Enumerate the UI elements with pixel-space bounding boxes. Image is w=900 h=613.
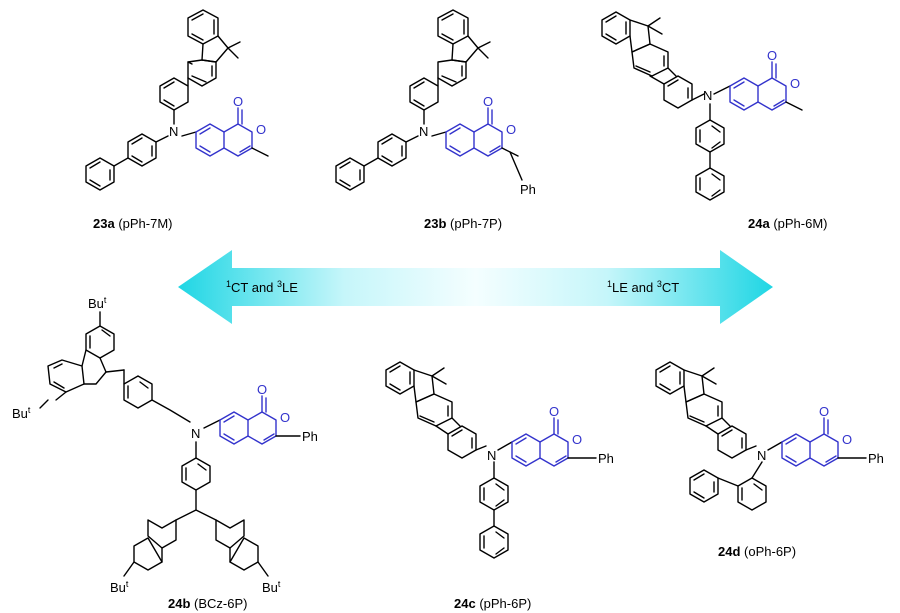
atom-but: But [12,405,31,421]
atom-o-ring: O [256,122,266,137]
structure-24b: But But N But But O O [12,295,318,611]
atom-o-ring: O [842,432,852,447]
atom-o-carbonyl: O [549,404,559,419]
atom-n: N [487,448,496,463]
atom-but: But [110,579,129,595]
atom-ph: Ph [302,429,318,444]
atom-ph: Ph [868,451,884,466]
atom-n: N [757,448,766,463]
atom-o-ring: O [790,76,800,91]
compound-label-24b: 24b (BCz-6P) [168,596,247,611]
atom-but: But [88,295,107,311]
atom-o-carbonyl: O [767,48,777,63]
atom-ph: Ph [598,451,614,466]
arrow-right-label: 1LE and 3CT [607,279,679,295]
structure-24d: N O O Ph 24d (oPh-6P) [655,361,884,559]
atom-o-ring: O [572,432,582,447]
atom-o-carbonyl: O [257,382,267,397]
atom-o-ring: O [506,122,516,137]
structure-23a: N O O 23a (pPh-7M) [85,9,269,231]
arrow-left-label: 1CT and 3LE [226,279,298,295]
structure-23b: N O O Ph 23b (pPh-7P) [335,9,536,231]
atom-but: But [262,579,281,595]
atom-n: N [191,426,200,441]
atom-o-carbonyl: O [483,94,493,109]
atom-n: N [703,88,712,103]
compound-label-24d: 24d (oPh-6P) [718,544,796,559]
compound-label-24c: 24c (pPh-6P) [454,596,531,611]
compound-label-24a: 24a (pPh-6M) [748,216,828,231]
atom-n: N [419,124,428,139]
compound-label-23b: 23b (pPh-7P) [424,216,502,231]
structure-24a: N O O 24a (pPh-6M) [601,11,828,231]
double-headed-arrow: 1CT and 3LE 1LE and 3CT [178,250,773,324]
compound-label-23a: 23a (pPh-7M) [93,216,173,231]
atom-o-ring: O [280,410,290,425]
atom-n: N [169,124,178,139]
atom-o-carbonyl: O [233,94,243,109]
structure-24c: N O O Ph 24c (pPh-6P) [385,361,614,611]
atom-ph: Ph [520,182,536,197]
atom-o-carbonyl: O [819,404,829,419]
